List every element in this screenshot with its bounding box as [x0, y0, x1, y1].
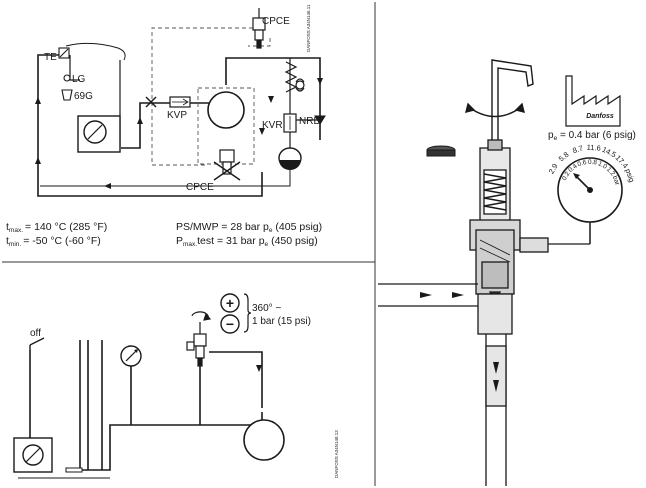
svg-text:+: + — [226, 295, 234, 311]
svg-text:Pmax.test = 31 bar pe (450 psi: Pmax.test = 31 bar pe (450 psig) — [176, 235, 318, 248]
gauge-connection — [519, 222, 591, 253]
tmin-sub: min. — [9, 241, 21, 248]
pressure-gauge-large — [557, 157, 623, 244]
temperature-specs: tmax.= 140 °C (285 °F) tmin.= -50 °C (-6… — [6, 221, 107, 248]
hex-key-icon — [465, 59, 534, 149]
svg-text:tmin.= -50 °C (-60 °F): tmin.= -50 °C (-60 °F) — [6, 235, 101, 248]
pt-mid: test = 31 bar p — [197, 235, 265, 247]
evaporator — [77, 115, 121, 153]
tmax-symbol: t — [6, 221, 9, 233]
valve-cap — [426, 145, 456, 157]
outlet-arrows — [493, 362, 499, 392]
pt-sub2: e — [265, 241, 269, 248]
off-switch — [29, 337, 45, 350]
off-label: off — [30, 328, 41, 339]
compressor-bottom — [243, 419, 285, 461]
flow-arrows — [35, 78, 323, 189]
gauge-outer-label-2: 8.7 — [571, 143, 584, 155]
tmin-symbol: t — [6, 235, 9, 247]
outlet-pipe — [485, 334, 507, 486]
adjust-minus-icon: − — [220, 314, 240, 334]
gauge-inner-label-0: 0.2 — [561, 170, 572, 182]
inlet-pipe — [378, 283, 478, 307]
solenoid-cross — [145, 96, 157, 108]
pt-value: (450 psig) — [268, 235, 318, 247]
svg-text:PS/MWP = 28 bar pe (405 psig): PS/MWP = 28 bar pe (405 psig) — [176, 221, 322, 234]
label-kvp: KVP — [167, 110, 187, 121]
inlet-arrows — [420, 292, 464, 298]
brand-logo: Danfoss — [586, 113, 614, 120]
gauge-outer-label-5: 17.4 — [614, 153, 630, 170]
condenser — [284, 61, 305, 93]
drawing-code-top: DANFOSS A34N146.11 — [306, 4, 311, 52]
receiver — [278, 147, 302, 170]
sight-glass-lg — [63, 74, 71, 82]
gauge-inner-label-3: 0.8 — [588, 159, 598, 167]
label-cpce-bottom: CPCE — [186, 182, 214, 193]
pe-label: pe = 0.4 bar (6 psig) — [548, 130, 636, 142]
gauge-inner-label-2: 0.6 — [577, 159, 588, 168]
circuit-labels: TE LG 69G KVP CPCE CPCE KVR NRD DANFOSS … — [44, 4, 321, 193]
nrd-valve — [314, 115, 326, 125]
gauge-inner-label-6: bar — [611, 175, 621, 187]
ps-label: PS/MWP = 28 bar p — [176, 221, 269, 233]
ps-sub: e — [269, 227, 273, 234]
ps-value: (405 psig) — [273, 221, 323, 233]
pilot-lines — [151, 27, 271, 166]
cpce-top-valve — [252, 8, 266, 49]
regulating-valve — [186, 311, 212, 367]
gauge-outer-label-1: 5.8 — [557, 150, 571, 164]
gauge-inner-label-1: 0.4 — [567, 163, 579, 174]
tmin-value: = -50 °C (-60 °F) — [23, 235, 101, 247]
gauge-inner-label-5: 1.2 — [605, 166, 616, 178]
rotation-bracket — [243, 293, 252, 333]
gauge-outer-label-3: 11.6 — [586, 143, 601, 153]
cpce-bottom-valve — [213, 149, 241, 181]
label-kvr: KVR — [262, 120, 283, 131]
pt-label: P — [176, 235, 183, 247]
gauge-outer-label-6: psig — [623, 167, 636, 183]
pressure-gauge-small — [120, 345, 142, 367]
gauge-inner-label-4: 1.0 — [597, 160, 609, 170]
label-cpce-top: CPCE — [262, 16, 290, 27]
tmax-value: = 140 °C (285 °F) — [25, 221, 107, 233]
pressure-specs: PS/MWP = 28 bar pe (405 psig) Pmax.test … — [176, 221, 322, 248]
pt-sub: max. — [183, 241, 197, 248]
rotation-degrees: 360° ~ — [252, 303, 281, 314]
label-lg: LG — [72, 74, 86, 85]
evaporator-bottom — [13, 437, 83, 473]
valve-body — [469, 139, 521, 335]
gauge-outer-label-0: 2.9 — [547, 162, 560, 176]
label-69g: 69G — [74, 91, 93, 102]
flow-arrow-bottom — [256, 365, 262, 372]
rotation-pressure: 1 bar (15 psi) — [252, 316, 311, 327]
expansion-valve-te — [58, 47, 70, 59]
kvr-valve — [283, 113, 297, 133]
filter-69g — [61, 89, 73, 101]
tmax-sub: max. — [9, 227, 23, 234]
label-nrd: NRD — [299, 116, 321, 127]
kvp-valve — [169, 96, 191, 108]
drawing-code-bottom: DANFOSS A34N148.13 — [334, 430, 339, 478]
label-te: TE — [44, 52, 57, 63]
svg-text:tmax.= 140 °C (285 °F): tmax.= 140 °C (285 °F) — [6, 221, 107, 234]
svg-text:−: − — [226, 316, 234, 332]
compressor — [207, 91, 245, 129]
factory-icon — [565, 75, 621, 127]
panel-dividers — [2, 2, 376, 486]
adjust-plus-icon: + — [220, 293, 240, 313]
